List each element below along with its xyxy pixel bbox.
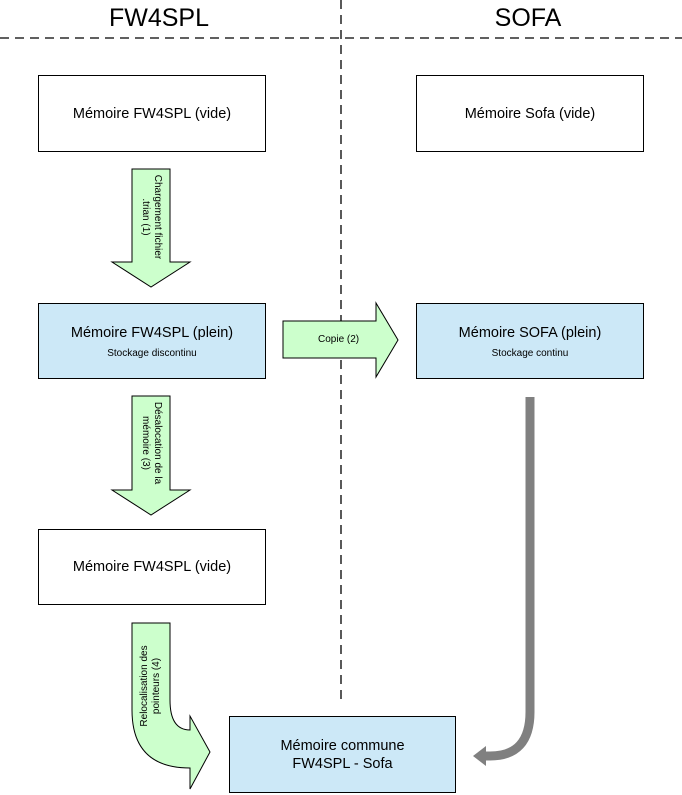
connector-arrowhead <box>473 746 486 766</box>
sofa-memory-empty-box: Mémoire Sofa (vide) <box>416 75 644 152</box>
box-title: Mémoire FW4SPL (vide) <box>72 559 232 575</box>
box-title: Mémoire FW4SPL (vide) <box>72 105 232 122</box>
sofa-common-connector <box>485 397 535 761</box>
label-line1: Relocalisation des <box>139 645 150 727</box>
box-title: Mémoire Sofa (vide) <box>464 105 596 122</box>
copy-arrow <box>282 301 399 379</box>
common-memory-box: Mémoire commune FW4SPL - Sofa <box>229 716 456 793</box>
dealloc-arrow <box>110 395 192 516</box>
label-line1: Désalocation de la <box>152 401 163 485</box>
box-subtitle: Stockage discontinu <box>107 347 197 359</box>
box-title: Mémoire FW4SPL (plein) <box>70 324 234 341</box>
box-title-line1: Mémoire commune <box>280 737 405 754</box>
reloc-arrow-label: Relocalisation des pointeurs (4) <box>139 645 163 726</box>
box-subtitle: Stockage continu <box>491 347 569 359</box>
label-line2: mémoire (3) <box>140 416 151 470</box>
label-line2: pointeurs (4) <box>151 657 162 715</box>
fw4spl-memory-empty-box: Mémoire FW4SPL (vide) <box>38 75 266 152</box>
fw4spl-memory-empty-box-2: Mémoire FW4SPL (vide) <box>38 529 266 605</box>
box-title-line2: FW4SPL - Sofa <box>292 755 393 772</box>
fw4spl-column-title: FW4SPL <box>108 4 210 32</box>
box-title: Mémoire SOFA (plein) <box>458 324 602 341</box>
copy-arrow-label: Copie (2) <box>318 334 360 345</box>
fw4spl-memory-full-box: Mémoire FW4SPL (plein) Stockage disconti… <box>38 303 266 379</box>
sofa-memory-full-box: Mémoire SOFA (plein) Stockage continu <box>416 303 644 379</box>
dealloc-arrow-label: Désalocation de la mémoire (3) <box>139 402 163 484</box>
reloc-arrow <box>131 622 211 790</box>
load-arrow <box>110 168 192 288</box>
load-arrow-label: Chargement fichier .trian (1) <box>139 175 163 259</box>
label-line1: Chargement fichier <box>152 174 163 260</box>
sofa-column-title: SOFA <box>494 4 562 32</box>
label-line2: .trian (1) <box>140 198 151 236</box>
